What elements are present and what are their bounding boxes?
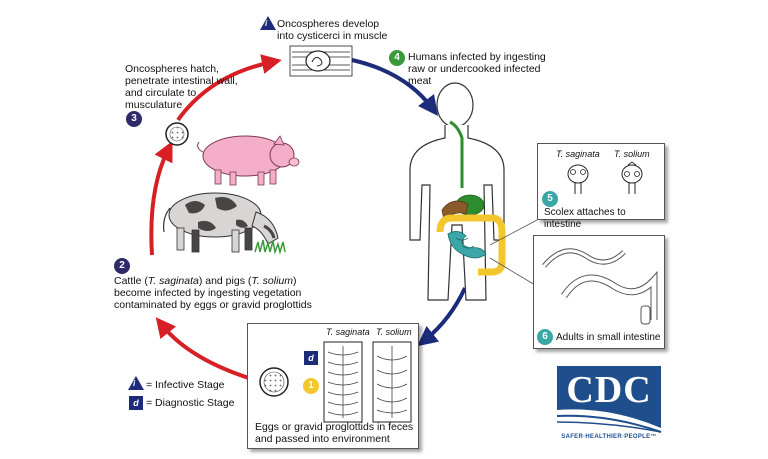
- stage1-diagnostic-marker: d: [304, 351, 318, 365]
- stage6-badge: 6: [537, 329, 553, 345]
- pig-illustration: [197, 135, 300, 186]
- stage2-species-b: T. solium: [251, 275, 293, 287]
- human-silhouette: [409, 82, 506, 301]
- arrow-top-to-stage4: [351, 58, 439, 116]
- arrow-stage2-to-stage3: [149, 141, 173, 256]
- cdc-logo: [556, 366, 662, 433]
- stage2-badge: 2: [114, 258, 130, 274]
- stage-top-infective-marker: i: [260, 16, 276, 30]
- stage1-box: T. saginata T. solium d 1 Eggs or gravid…: [247, 323, 419, 449]
- stage1-species-solium: T. solium: [376, 327, 412, 337]
- stage6-text: Adults in small intestine: [556, 332, 661, 343]
- stage5-badge: 5: [542, 191, 558, 207]
- legend-diagnostic-marker: d: [129, 396, 143, 410]
- stage2-text: Cattle (T. saginata) and pigs (T. solium…: [114, 275, 324, 311]
- stage1-badge: 1: [303, 378, 319, 394]
- cow-illustration: [163, 192, 286, 255]
- arrow-stage3-to-top: [176, 54, 282, 122]
- cdc-logo-tagline: SAFER·HEALTHIER·PEOPLE™: [561, 434, 657, 440]
- stage2-text-c: ) become infected by ingesting vegetatio…: [114, 275, 312, 311]
- stage6-box: 6 Adults in small intestine: [533, 235, 665, 349]
- cdc-logo-text: CDC: [566, 369, 652, 411]
- stage3-badge: 3: [126, 111, 142, 127]
- stage2-text-a: Cattle (: [114, 275, 148, 287]
- stage2-text-b: ) and pigs (: [198, 275, 252, 287]
- scolex-illustrations: [567, 161, 643, 194]
- stage5-species-solium: T. solium: [614, 149, 650, 159]
- stage4-badge: 4: [389, 50, 405, 66]
- stage-top-text: Oncospheres develop into cysticerci in m…: [277, 18, 388, 42]
- stage4-text: Humans infected by ingesting raw or unde…: [408, 51, 546, 87]
- arrow-stage1-to-stage2: [155, 317, 256, 382]
- cysticercus-in-muscle: [289, 45, 353, 77]
- stage1-species-saginata: T. saginata: [326, 327, 370, 337]
- stage1-text: Eggs or gravid proglottids in feces and …: [255, 421, 414, 445]
- stage5-box: T. saginata T. solium 5 Scolex attaches …: [537, 143, 665, 230]
- connector-to-stage6: [489, 257, 536, 286]
- legend-infective-text: = Infective Stage: [146, 379, 225, 391]
- stage2-species-a: T. saginata: [147, 275, 199, 287]
- connector-to-stage5: [489, 219, 538, 246]
- legend-diagnostic-text: = Diagnostic Stage: [146, 397, 235, 409]
- arrow-human-to-stage1: [417, 287, 467, 347]
- oncosphere: [165, 122, 189, 146]
- stage3-text: Oncospheres hatch, penetrate intestinal …: [125, 63, 238, 111]
- legend-infective-marker: i: [128, 376, 144, 390]
- stage5-species-saginata: T. saginata: [556, 149, 600, 159]
- adult-worms-illustration: [542, 248, 658, 325]
- stage5-text: Scolex attaches to intestine: [544, 207, 626, 230]
- egg-and-proglottid-illustrations: [259, 341, 412, 423]
